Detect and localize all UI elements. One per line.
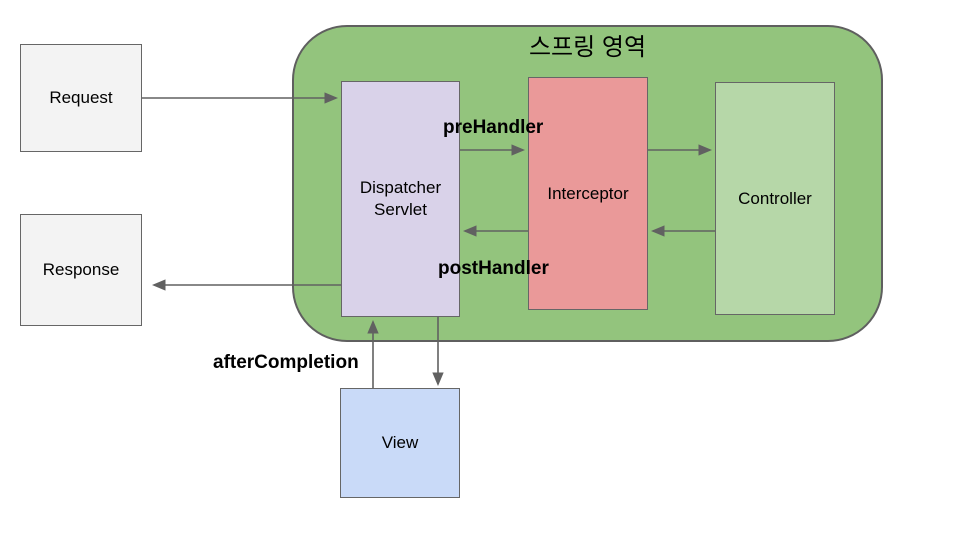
spring-area-title: 스프링 영역 (528, 34, 647, 61)
pre-handler-label: preHandler (443, 117, 544, 138)
dispatcher-servlet-box: Dispatcher Servlet (341, 81, 460, 317)
controller-box: Controller (715, 82, 835, 315)
controller-label: Controller (738, 188, 812, 208)
after-completion-label: afterCompletion (213, 352, 359, 373)
response-label: Response (42, 260, 120, 279)
request-label: Request (49, 88, 113, 107)
view-box: View (340, 388, 460, 498)
response-box: Response (20, 214, 142, 326)
interceptor-box: Interceptor (528, 77, 648, 310)
view-label: View (381, 433, 419, 452)
request-box: Request (20, 44, 142, 152)
interceptor-label: Interceptor (547, 183, 629, 203)
post-handler-label: postHandler (438, 258, 549, 279)
dispatcher-servlet-label: Dispatcher Servlet (359, 178, 442, 219)
